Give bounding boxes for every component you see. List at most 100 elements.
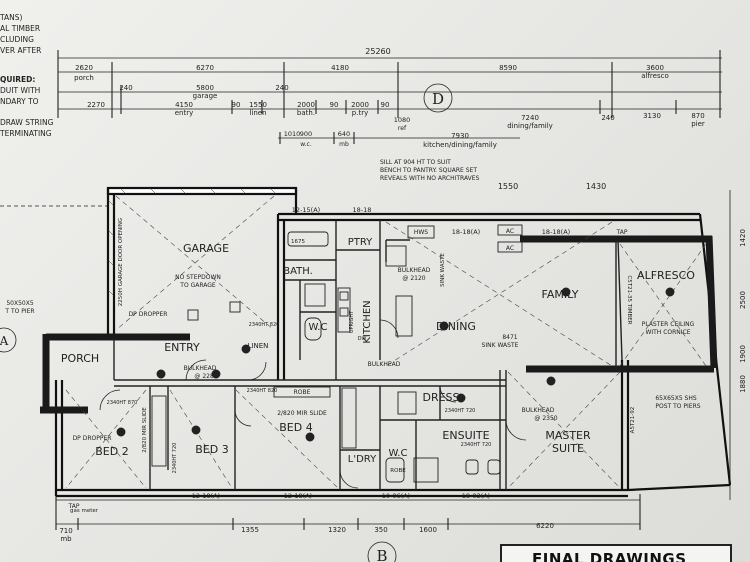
side-note: DRAW STRING (0, 118, 54, 127)
room-dining: DINING (436, 320, 476, 333)
alfresco-note-2: WITH CORNICE (645, 329, 690, 336)
dim-mb-label: mb (339, 141, 349, 148)
dim-870: 870 (691, 112, 704, 120)
dim-1550: 1550 (498, 182, 518, 191)
garage-note-1: NO STEPDOWN (175, 274, 221, 281)
room-linen: LINEN (248, 342, 269, 350)
side-note: TERMINATING (0, 129, 52, 138)
bulkhead-kitchen-ht: @ 2120 (402, 275, 425, 282)
wall-label-3: 18-18(A) (452, 228, 480, 236)
room-pantry: PTRY (348, 237, 373, 248)
room-entry: ENTRY (164, 341, 200, 354)
wall-label-5: 12-18(A) (192, 492, 220, 500)
dim-7930: 7930 (451, 132, 469, 140)
wall-label-8: 18-03(A) (462, 492, 490, 500)
dim-90-c: 90 (381, 101, 390, 109)
wall-label-7: 10-06(A) (382, 492, 410, 500)
dim-entry: 4150 (175, 101, 193, 109)
tap-alfresco: TAP (616, 229, 628, 236)
sill-note-1: SILL AT 904 HT TO SUIT (380, 159, 451, 166)
wall-label-6: 12-18(A) (284, 492, 312, 500)
dim-overall: 25260 (365, 47, 390, 56)
dim-mb-bottom: mb (60, 535, 72, 543)
post-left-2: T TO PIER (4, 308, 34, 315)
dim-350: 350 (374, 526, 387, 534)
dim-garage-inner: 5800 (196, 84, 214, 92)
bulkhead-kitchen: BULKHEAD (398, 267, 431, 274)
dim-1355: 1355 (241, 526, 259, 534)
dim-90-a: 90 (232, 101, 241, 109)
room-alfresco: ALFRESCO (637, 269, 695, 282)
post-note-1: 65X65X5 SHS (655, 395, 697, 402)
room-garage: GARAGE (183, 242, 229, 255)
dim-ptry: 2000 (351, 101, 369, 109)
post-left-1: 50X50X5 (6, 300, 33, 307)
room-wc2: W.C (389, 448, 408, 459)
dim-linen-label: linen (249, 109, 266, 117)
sink-waste-kitchen: SINK WASTE (440, 253, 446, 287)
dim-entry-label: entry (175, 109, 194, 117)
side-note: DUIT WITH (0, 86, 41, 95)
dim-right-2500: 2500 (739, 291, 747, 309)
room-laundry: L'DRY (348, 454, 377, 465)
dim-240-b: 240 (275, 84, 288, 92)
side-note: QUIRED: (0, 75, 36, 84)
dim-dining-family-label: dining/family (507, 122, 553, 130)
wall-label-2: 18-18 (353, 206, 372, 214)
bulkhead-entry: BULKHEAD (184, 365, 217, 372)
dim-1430: 1430 (586, 182, 606, 191)
dim-bath-label: bath. (297, 109, 315, 117)
side-notes: TANS) AL TIMBER CLUDING VER AFTER QUIRED… (0, 12, 64, 139)
dim-1600: 1600 (419, 526, 437, 534)
bulkhead-master-ht: @ 2350 (534, 415, 557, 422)
dim-3130: 3130 (643, 112, 661, 120)
dim-2270: 2270 (87, 101, 105, 109)
bulkhead-entry-ht: @ 2280 (194, 373, 217, 380)
dim-640: 640 (338, 130, 350, 138)
room-kitchen: KITCHEN (362, 300, 373, 343)
dim-bath: 2000 (297, 101, 315, 109)
height-entry: 2340HT 820 (249, 322, 280, 328)
dim-90-b: 90 (330, 101, 339, 109)
dim-garage-len: 6270 (196, 64, 214, 72)
height-dress: 2340HT 720 (445, 408, 476, 414)
room-porch: PORCH (61, 352, 99, 365)
robe-bed4: ROBE (294, 389, 311, 396)
garage-note-2: TO GARAGE (179, 282, 216, 289)
timber-alfresco: C5T21-35 TIMBER (626, 275, 632, 324)
dim-240-a: 240 (119, 84, 132, 92)
dim-garage-label: garage (193, 92, 218, 100)
side-note: AL TIMBER (0, 24, 41, 33)
bulkhead-plain: BULKHEAD (368, 361, 401, 368)
robe-laundry: ROBE (390, 468, 406, 474)
post-note-2: POST TO PIERS (655, 403, 700, 410)
grid-bubble-b: B (376, 547, 387, 562)
room-bed4: BED 4 (279, 421, 312, 434)
dim-kdf-label: kitchen/dining/family (423, 141, 497, 149)
sill-note-2: BENCH TO PANTRY. SQUARE SET (380, 167, 477, 174)
dim-240-c: 240 (601, 114, 614, 122)
dim-1320: 1320 (328, 526, 346, 534)
dim-wc-label: w.c. (300, 141, 312, 148)
room-master-1: MASTER (545, 429, 591, 442)
dim-6220: 6220 (536, 522, 554, 530)
garage-door-note: 2250H GARAGE DOOR OPENING (118, 218, 124, 306)
side-note: TANS) (0, 13, 23, 22)
alfresco-note-1: PLASTER CEILING (642, 321, 695, 328)
sill-note-3: REVEALS WITH NO ARCHITRAVES (380, 175, 480, 182)
side-note: VER AFTER (0, 46, 42, 55)
room-ensuite: ENSUITE (442, 429, 489, 442)
ac-unit-1: AC (506, 228, 514, 235)
ac-unit-2: AC (506, 245, 514, 252)
room-bed2: BED 2 (95, 445, 128, 458)
dim-ref-label: ref (398, 125, 407, 132)
title-block: FINAL DRAWINGS (500, 544, 732, 562)
dim-right-1420: 1420 (739, 229, 747, 247)
dp-dropper-bed2: DP DROPPER (73, 435, 112, 442)
sheet-title: FINAL DRAWINGS (532, 550, 687, 562)
side-note: NDARY TO (0, 97, 39, 106)
grid-bubble-d: D (432, 90, 444, 108)
bench-8471: 8471 (502, 334, 517, 341)
height-bed2: 2340HT 870 (107, 400, 138, 406)
